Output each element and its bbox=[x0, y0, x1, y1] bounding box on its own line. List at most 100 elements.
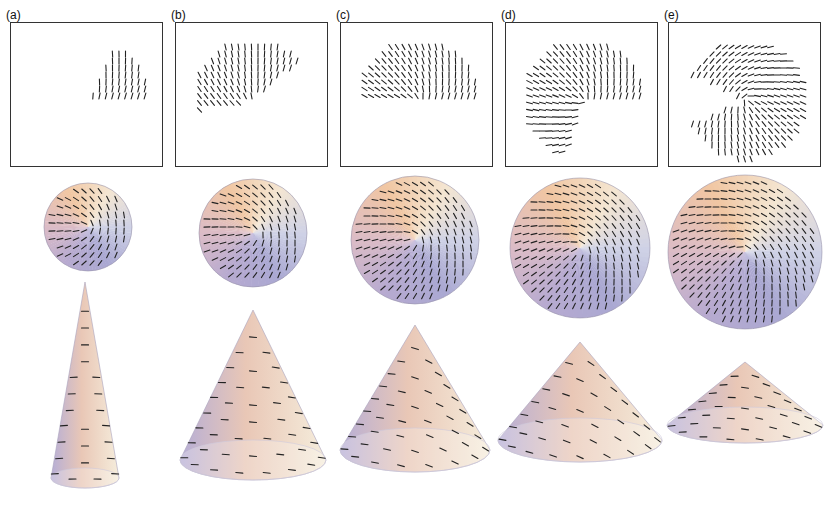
director-dash bbox=[548, 272, 553, 276]
director-dash bbox=[413, 277, 416, 282]
director-dash bbox=[238, 79, 240, 85]
director-dash bbox=[97, 410, 104, 411]
director-dash bbox=[270, 58, 272, 64]
director-dash bbox=[548, 264, 553, 268]
director-dash bbox=[413, 285, 416, 290]
director-dash bbox=[723, 45, 728, 49]
director-dash bbox=[566, 80, 570, 84]
director-dash bbox=[731, 114, 733, 120]
director-dash bbox=[211, 72, 214, 77]
director-dash bbox=[597, 303, 599, 309]
director-dash bbox=[762, 108, 767, 112]
director-dash bbox=[673, 230, 679, 232]
director-dash bbox=[422, 72, 424, 78]
director-dash bbox=[596, 200, 601, 203]
director-dash bbox=[531, 201, 537, 202]
director-dash bbox=[217, 101, 221, 106]
director-dash bbox=[621, 231, 624, 236]
director-dash bbox=[781, 122, 786, 126]
director-dash bbox=[755, 88, 761, 89]
director-dash bbox=[761, 213, 766, 216]
director-dash bbox=[628, 216, 632, 221]
director-dash bbox=[455, 86, 456, 92]
director-dash bbox=[57, 206, 63, 208]
director-dash bbox=[794, 205, 798, 209]
director-dash bbox=[546, 88, 551, 91]
director-dash bbox=[422, 51, 424, 57]
director-dash bbox=[731, 121, 732, 127]
director-dash bbox=[261, 201, 265, 205]
director-dash bbox=[244, 65, 246, 71]
director-dash bbox=[705, 230, 711, 231]
director-dash bbox=[144, 79, 145, 85]
director-dash bbox=[211, 58, 213, 64]
director-dash bbox=[580, 51, 583, 56]
director-dash bbox=[294, 256, 296, 262]
director-dash bbox=[761, 53, 767, 55]
director-dash bbox=[286, 256, 287, 262]
director-dash bbox=[384, 449, 391, 450]
director-dash bbox=[587, 86, 589, 92]
director-dash bbox=[736, 87, 740, 91]
director-dash bbox=[454, 213, 457, 218]
director-dash bbox=[112, 72, 113, 78]
director-dash bbox=[107, 236, 109, 242]
director-dash bbox=[778, 229, 782, 233]
director-dash bbox=[422, 44, 424, 50]
director-dash bbox=[115, 244, 117, 250]
director-dash bbox=[468, 86, 469, 92]
director-dash bbox=[547, 73, 552, 77]
director-dash bbox=[761, 206, 766, 209]
director-dash bbox=[356, 239, 362, 240]
director-dash bbox=[788, 115, 793, 118]
director-dash bbox=[620, 51, 622, 57]
director-dash bbox=[742, 46, 747, 49]
director-dash bbox=[581, 287, 583, 293]
director-dash bbox=[422, 253, 424, 259]
director-dash bbox=[364, 247, 370, 249]
director-dash bbox=[236, 472, 243, 474]
director-dash bbox=[762, 129, 765, 134]
director-dash bbox=[745, 206, 751, 208]
director-dash bbox=[257, 65, 258, 71]
director-dash bbox=[559, 151, 565, 153]
director-dash bbox=[231, 86, 234, 91]
director-dash bbox=[188, 442, 195, 443]
director-dash bbox=[736, 59, 741, 62]
director-dash bbox=[600, 93, 601, 99]
director-dash bbox=[82, 344, 89, 345]
director-dash bbox=[559, 102, 565, 103]
director-dash bbox=[294, 248, 296, 254]
director-dash bbox=[768, 102, 773, 105]
director-dash bbox=[368, 95, 373, 98]
director-dash bbox=[364, 207, 370, 208]
director-dash bbox=[270, 232, 271, 238]
director-dash bbox=[546, 80, 551, 83]
director-dash bbox=[212, 258, 217, 260]
director-dash bbox=[229, 273, 234, 277]
director-dash bbox=[73, 246, 78, 249]
director-dash bbox=[262, 264, 265, 269]
director-dash bbox=[474, 93, 476, 99]
shading-wedge bbox=[88, 184, 99, 227]
director-dash bbox=[453, 205, 456, 210]
director-dash bbox=[763, 149, 766, 154]
director-dash bbox=[729, 59, 734, 63]
director-dash bbox=[415, 79, 418, 84]
director-dash bbox=[579, 217, 584, 220]
director-dash bbox=[462, 237, 463, 243]
director-dash bbox=[455, 65, 456, 71]
director-dash bbox=[446, 221, 449, 226]
director-dash bbox=[455, 51, 457, 57]
director-dash bbox=[802, 229, 806, 234]
director-dash bbox=[531, 233, 537, 234]
director-dash bbox=[412, 214, 417, 217]
director-dash bbox=[468, 72, 470, 78]
director-dash bbox=[718, 114, 719, 120]
director-dash bbox=[563, 217, 569, 218]
director-dash bbox=[82, 328, 89, 329]
director-dash bbox=[794, 74, 800, 76]
director-dash bbox=[138, 86, 139, 92]
director-dash bbox=[57, 246, 63, 248]
director-dash bbox=[802, 213, 806, 217]
